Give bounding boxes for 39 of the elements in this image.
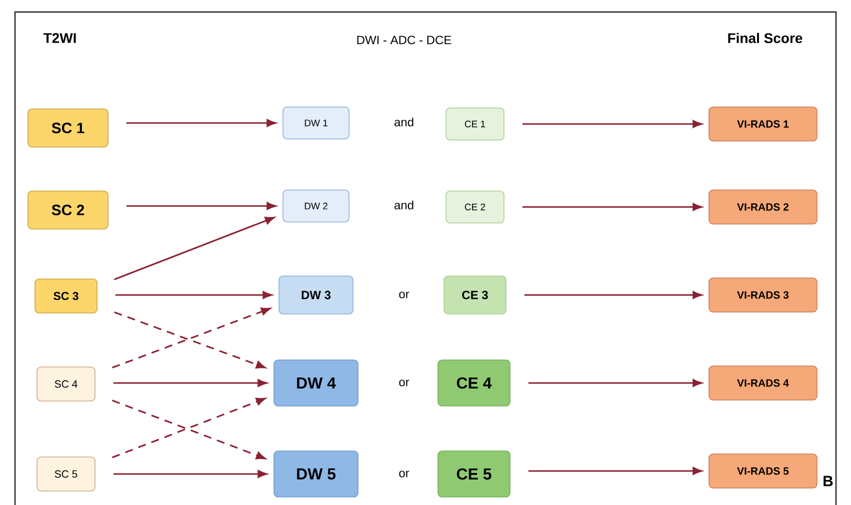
score-box: VI-RADS 4 <box>708 366 818 400</box>
score-box: CE 2 <box>446 190 504 224</box>
score-box: VI-RADS 5 <box>708 454 818 488</box>
score-box: VI-RADS 1 <box>708 106 818 142</box>
arrow <box>126 119 276 127</box>
connector-word: or <box>399 292 410 298</box>
arrow <box>524 291 702 299</box>
score-box: SC 4 <box>36 366 96 402</box>
arrow <box>113 379 268 387</box>
arrow <box>115 291 272 299</box>
score-box: CE 3 <box>444 276 506 314</box>
score-box: DW 5 <box>274 450 358 498</box>
score-box: DW 4 <box>274 360 358 406</box>
score-box: SC 3 <box>34 278 98 314</box>
connector-word: and <box>394 200 414 210</box>
score-box: VI-RADS 3 <box>708 278 818 312</box>
score-box: DW 1 <box>282 106 350 140</box>
column-heading: T2WI <box>43 33 76 43</box>
score-box: CE 5 <box>438 450 510 498</box>
connector-word: or <box>399 380 410 386</box>
arrow <box>528 379 702 387</box>
arrow <box>113 470 268 478</box>
column-heading: Final Score <box>728 32 802 44</box>
arrow <box>126 202 276 210</box>
score-box: VI-RADS 2 <box>708 190 818 224</box>
score-box: DW 3 <box>278 276 354 314</box>
score-box: SC 2 <box>28 190 108 230</box>
score-box: CE 1 <box>446 108 504 140</box>
arrow <box>114 216 275 280</box>
connector-word: and <box>394 118 414 126</box>
connector-word: or <box>399 470 410 478</box>
arrow <box>522 120 702 128</box>
arrow <box>522 203 702 211</box>
score-box: DW 2 <box>282 190 350 222</box>
column-heading: DWI - ADC - DCE <box>357 36 452 44</box>
score-box: SC 1 <box>28 108 108 148</box>
score-box: CE 4 <box>438 360 510 406</box>
score-box: SC 5 <box>36 456 96 492</box>
arrow <box>528 467 702 475</box>
